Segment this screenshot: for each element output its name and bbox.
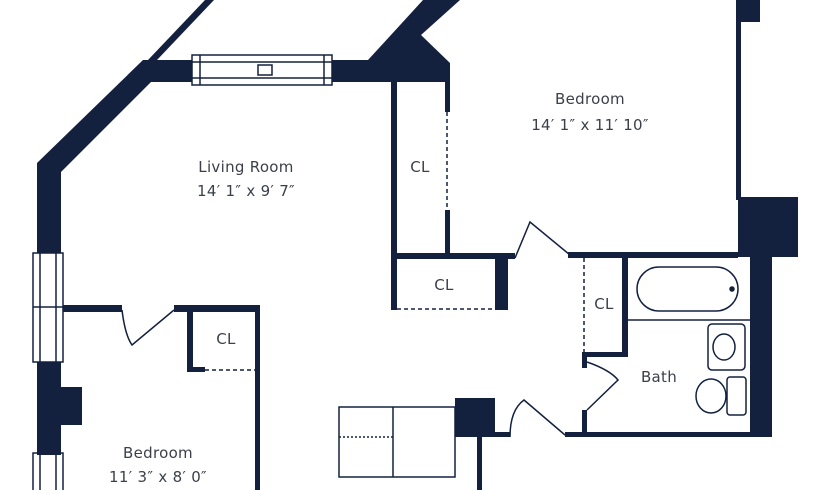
living-room-dims: 14′ 1″ x 9′ 7″ — [197, 182, 295, 200]
door-swing — [514, 220, 571, 259]
closet-wall — [391, 82, 397, 310]
bedroom-1-dims: 14′ 1″ x 11′ 10″ — [531, 116, 649, 134]
door-swing — [509, 399, 566, 438]
closet-label: CL — [410, 158, 430, 176]
bathtub — [636, 266, 739, 312]
top-right-wall — [332, 0, 460, 82]
appliance — [338, 406, 456, 478]
living-room-outer-wall — [37, 60, 192, 253]
top-diagonal-wall — [148, 0, 214, 60]
bedroom-2-label: Bedroom — [123, 444, 193, 462]
window-left-lower — [32, 452, 64, 490]
closet-label: CL — [594, 295, 614, 313]
walls — [37, 0, 798, 490]
door-swing — [586, 361, 620, 411]
door-swing — [121, 309, 175, 347]
bedroom-2-dims: 11′ 3″ x 8′ 0″ — [109, 468, 207, 486]
living-room-label: Living Room — [198, 158, 294, 176]
toilet-tank — [726, 376, 747, 416]
bath-label: Bath — [640, 368, 678, 386]
fixtures — [32, 54, 750, 490]
sink — [707, 323, 746, 371]
closet-label: CL — [434, 276, 454, 294]
bedroom-1-label: Bedroom — [555, 90, 625, 108]
window-top — [191, 54, 333, 86]
closet-label: CL — [216, 330, 236, 348]
toilet-bowl — [695, 378, 727, 414]
